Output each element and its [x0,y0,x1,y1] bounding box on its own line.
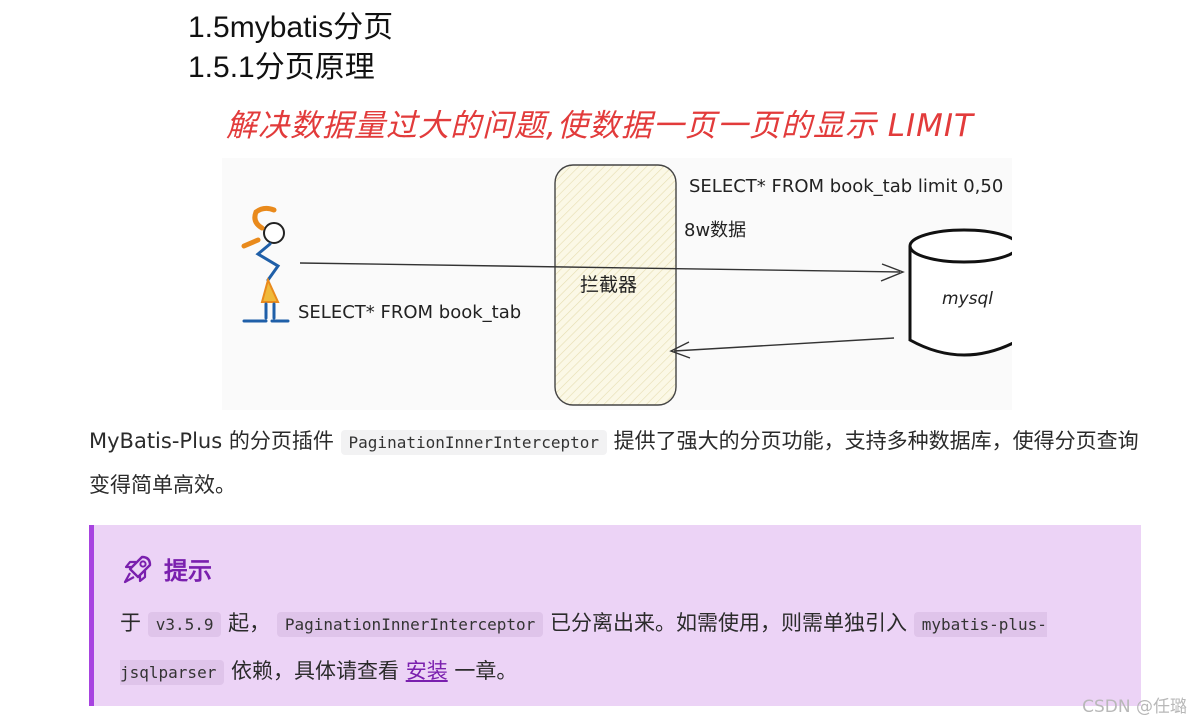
inline-code: PaginationInnerInterceptor [341,430,607,455]
tip-callout: 提示 于 v3.5.9 起， PaginationInnerIntercepto… [89,525,1141,706]
user-figure-icon [244,208,288,321]
diagram-canvas: SELECT* FROM book_tab limit 0,50 8w数据 拦截… [222,158,1012,410]
install-link[interactable]: 安装 [406,659,448,683]
tip-text: 于 [120,611,141,635]
version-code: v3.5.9 [148,612,222,637]
tip-text: 一章。 [454,659,517,683]
limit-query-label: SELECT* FROM book_tab limit 0,50 [689,176,1003,197]
watermark: CSDN @任璐 [1082,692,1187,717]
db-label: mysql [942,289,993,309]
tip-title: 提示 [164,551,212,586]
pagination-diagram: SELECT* FROM book_tab limit 0,50 8w数据 拦截… [222,158,1012,410]
tip-text: 依赖，具体请查看 [231,659,399,683]
handwritten-note: 解决数据量过大的问题,使数据一页一页的显示 LIMIT [226,100,974,145]
class-code: PaginationInnerInterceptor [277,612,543,637]
tip-text: 已分离出来。如需使用，则需单独引入 [550,611,907,635]
tip-header: 提示 [122,551,212,586]
tip-text: 起， [228,611,270,635]
subsection-heading: 1.5.1分页原理 [188,49,375,87]
interceptor-label: 拦截器 [580,274,637,296]
user-query-label: SELECT* FROM book_tab [298,302,521,323]
response-arrow [674,338,894,351]
rocket-icon [122,553,154,585]
data-count-label: 8w数据 [684,220,746,241]
intro-paragraph: MyBatis-Plus 的分页插件 PaginationInnerInterc… [89,420,1149,506]
tip-body: 于 v3.5.9 起， PaginationInnerInterceptor 已… [120,600,1130,696]
section-heading: 1.5mybatis分页 [188,9,393,47]
paragraph-text: MyBatis-Plus 的分页插件 [89,429,334,453]
